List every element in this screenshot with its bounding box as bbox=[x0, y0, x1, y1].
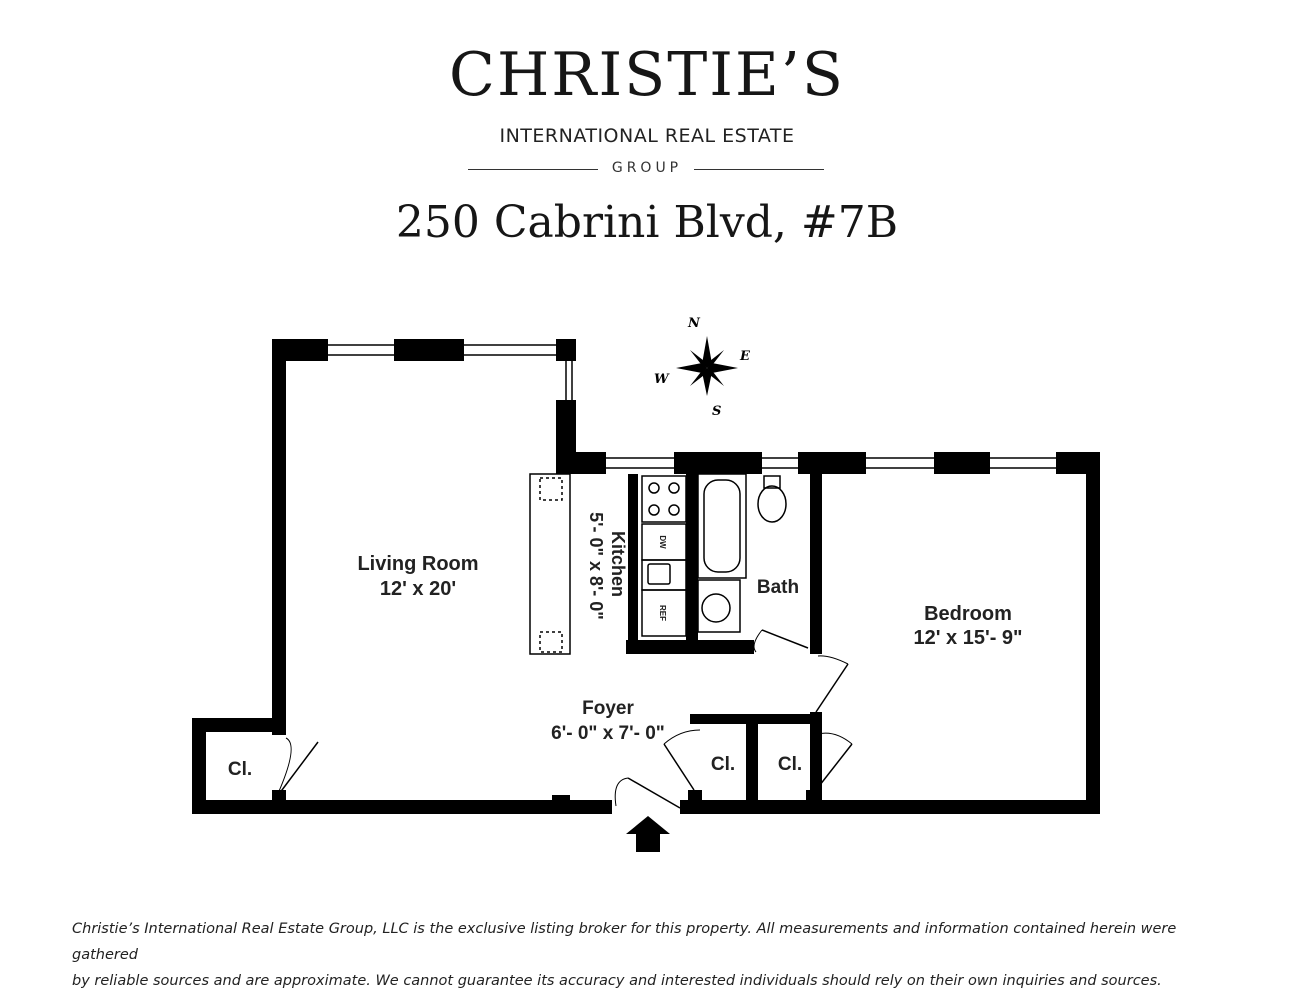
kitchen-appliances bbox=[641, 475, 687, 637]
entry-arrow-icon bbox=[626, 816, 670, 852]
ref-label: REF bbox=[658, 605, 667, 621]
walls bbox=[192, 339, 1100, 814]
compass-e: E bbox=[739, 349, 751, 364]
group-divider bbox=[468, 169, 824, 171]
disclaimer-line-2: by reliable sources and are approximate.… bbox=[72, 973, 1162, 989]
living-room-size: 12' x 20' bbox=[380, 578, 456, 600]
brand-group: GROUP bbox=[611, 160, 683, 176]
closet-left-label: Cl. bbox=[228, 759, 252, 780]
kitchen-counter bbox=[529, 473, 571, 655]
compass-w: W bbox=[654, 372, 670, 387]
bedroom-name: Bedroom bbox=[924, 603, 1012, 625]
compass-rose-icon bbox=[676, 336, 738, 396]
living-room-name: Living Room bbox=[357, 553, 478, 575]
brand-subtitle: INTERNATIONAL REAL ESTATE bbox=[499, 125, 795, 147]
bedroom-size: 12' x 15'- 9" bbox=[913, 627, 1022, 649]
compass-n: N bbox=[687, 316, 701, 331]
windows bbox=[328, 344, 1056, 469]
compass-labels: N E S W bbox=[654, 316, 751, 419]
kitchen-name: Kitchen bbox=[608, 531, 628, 597]
disclaimer-line-1: Christie’s International Real Estate Gro… bbox=[72, 921, 1177, 963]
kitchen-size: 5'- 0" x 8'- 0" bbox=[586, 512, 606, 620]
foyer-name: Foyer bbox=[582, 698, 634, 719]
bath-name: Bath bbox=[757, 577, 799, 598]
compass-s: S bbox=[712, 404, 721, 419]
doors bbox=[275, 629, 853, 809]
brand-logo: CHRISTIE’S bbox=[449, 40, 845, 110]
disclaimer: Christie’s International Real Estate Gro… bbox=[72, 916, 1232, 994]
dw-label: DW bbox=[658, 535, 667, 549]
property-address: 250 Cabrini Blvd, #7B bbox=[395, 197, 899, 248]
closet-right-label: Cl. bbox=[778, 754, 802, 775]
foyer-size: 6'- 0" x 7'- 0" bbox=[551, 723, 665, 744]
bath-fixtures bbox=[697, 473, 787, 633]
closet-center-label: Cl. bbox=[711, 754, 735, 775]
